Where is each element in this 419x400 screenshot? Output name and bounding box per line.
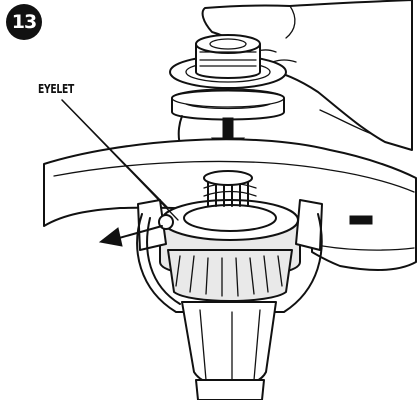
shaft-drawing: [181, 301, 277, 400]
housing-drawing: [136, 170, 323, 313]
left-arrow: [98, 225, 163, 247]
eyelet-label: EYELET: [38, 82, 75, 96]
callout-leader: [61, 99, 179, 221]
spool-drawing: [169, 34, 287, 215]
step-number-badge: 13: [6, 4, 42, 40]
